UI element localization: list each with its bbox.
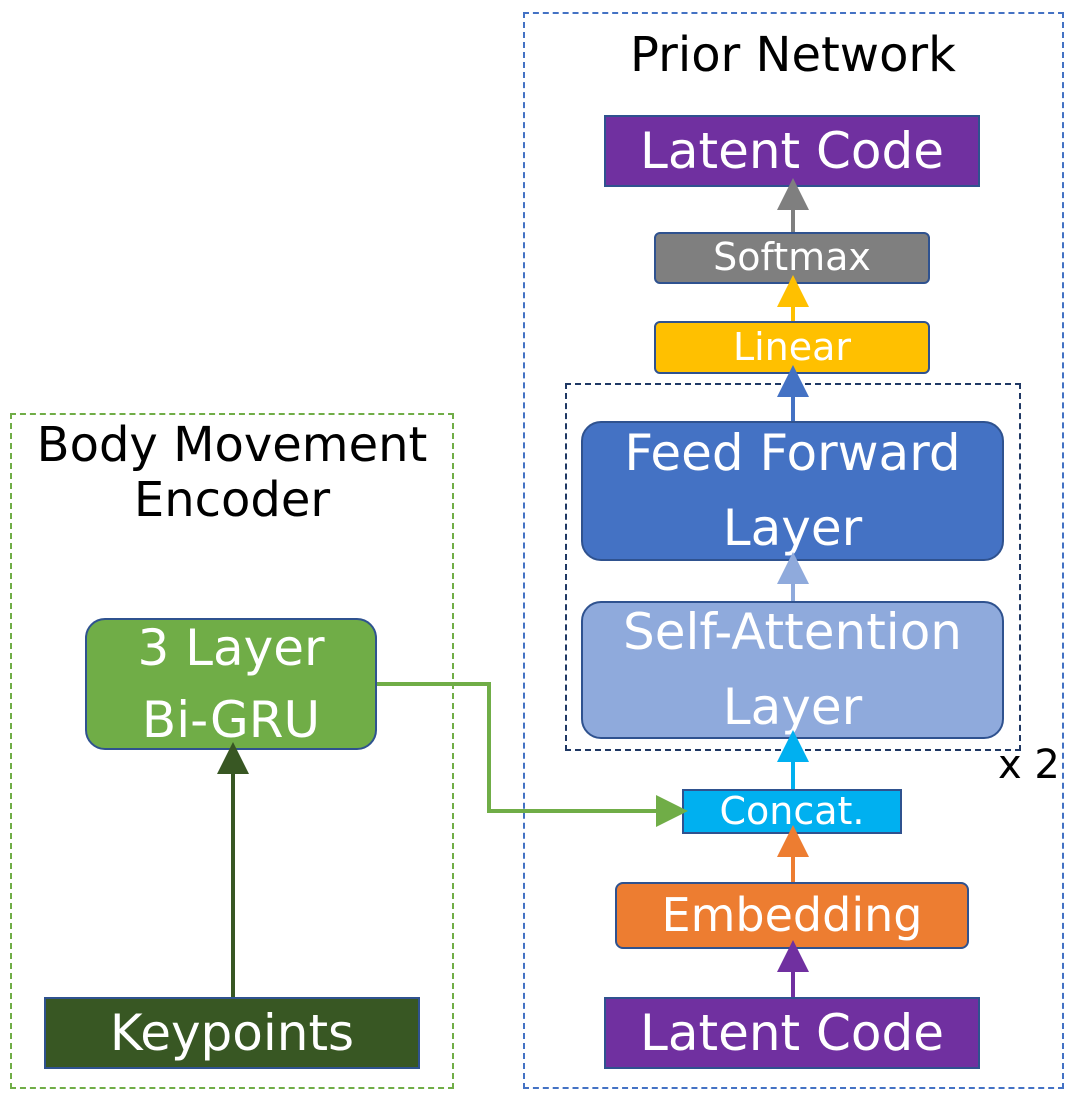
self-attention-label: Self-Attention Layer — [623, 603, 962, 736]
bigru-block: 3 Layer Bi-GRU — [85, 618, 377, 750]
linear-label: Linear — [732, 324, 852, 369]
linear-block: Linear — [654, 321, 930, 374]
arrow-bigru-to-concat — [377, 682, 688, 827]
body-movement-encoder-group — [10, 413, 454, 1089]
body-movement-encoder-title: Body Movement Encoder — [36, 417, 428, 529]
softmax-label: Softmax — [713, 235, 871, 280]
concat-label: Concat. — [719, 788, 865, 833]
embedding-label: Embedding — [661, 888, 923, 943]
feed-forward-block: Feed Forward Layer — [581, 421, 1004, 561]
prior-network-group — [523, 12, 1064, 1089]
feed-forward-label: Feed Forward Layer — [624, 424, 961, 557]
bigru-label: 3 Layer Bi-GRU — [137, 618, 325, 750]
repeat-label: x 2 — [998, 742, 1060, 788]
latent-code-output-label: Latent Code — [639, 121, 945, 180]
latent-code-input-block: Latent Code — [604, 997, 980, 1069]
latent-code-input-label: Latent Code — [639, 1003, 945, 1062]
keypoints-label: Keypoints — [109, 1003, 355, 1062]
keypoints-block: Keypoints — [44, 997, 420, 1069]
embedding-block: Embedding — [615, 882, 969, 949]
prior-network-title: Prior Network — [630, 27, 956, 83]
latent-code-output-block: Latent Code — [604, 115, 980, 187]
softmax-block: Softmax — [654, 232, 930, 284]
